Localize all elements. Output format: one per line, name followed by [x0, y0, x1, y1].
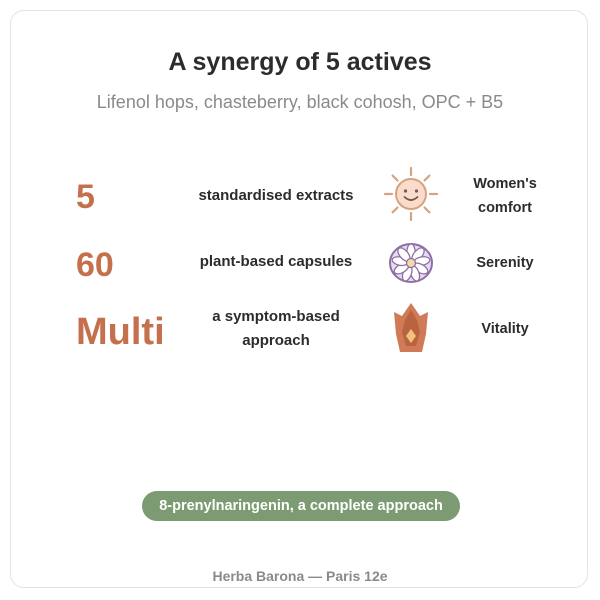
stat-value-extracts: 5	[76, 178, 95, 216]
stat-label-capsules: plant-based capsules	[199, 253, 353, 270]
benefit-label-serenity: Serenity	[476, 255, 534, 271]
flame-leaf-icon	[394, 303, 428, 352]
stat-label-approach: a symptom-based approach	[212, 308, 340, 349]
footer-text: Herba Barona — Paris 12e	[212, 568, 388, 584]
feature-badge: 8-prenylnaringenin, a complete approach	[142, 491, 460, 521]
page-subtitle: Lifenol hops, chasteberry, black cohosh,…	[96, 92, 504, 112]
page-title: A synergy of 5 actives	[168, 48, 432, 76]
stat-value-approach: Multi	[76, 311, 165, 353]
smiling-sun-icon	[383, 166, 439, 222]
benefit-label-vitality: Vitality	[481, 321, 529, 337]
flower-rosette-icon	[389, 243, 433, 283]
benefit-label-womens-comfort: Women's comfort	[473, 176, 537, 216]
stat-value-capsules: 60	[76, 246, 114, 284]
stat-label-extracts: standardised extracts	[198, 187, 354, 204]
